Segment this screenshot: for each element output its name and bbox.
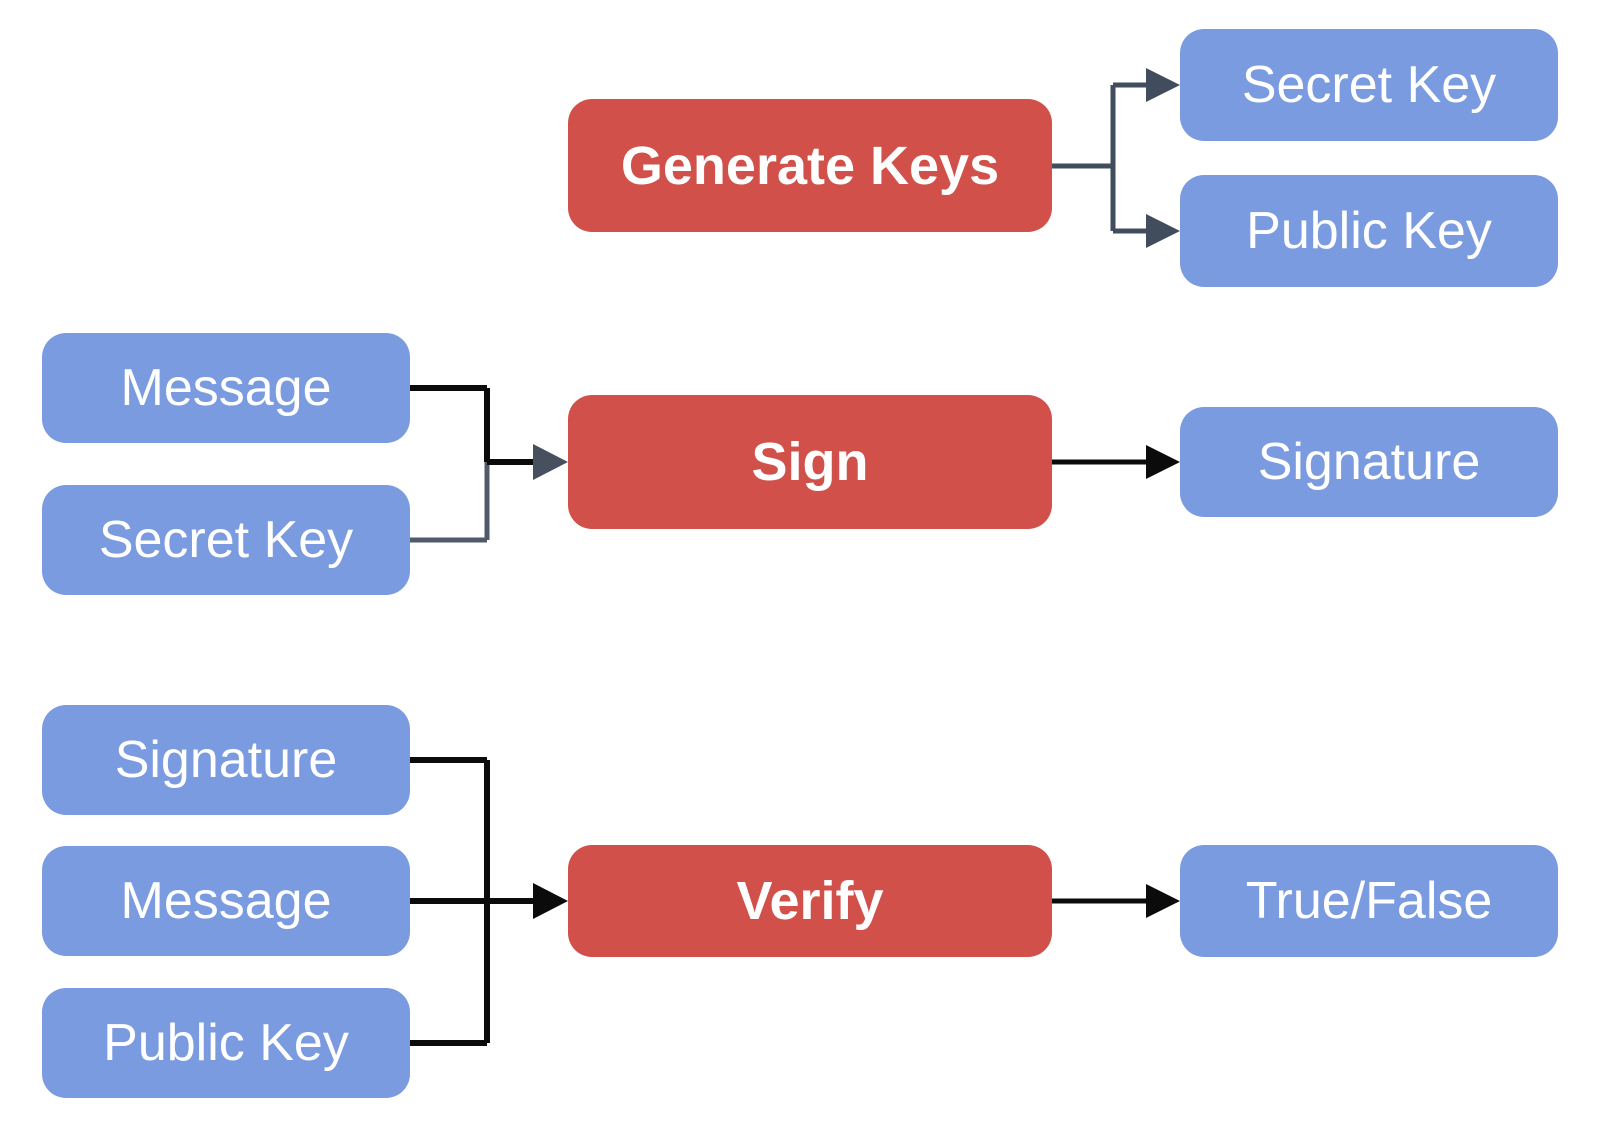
- node-verify: Verify: [568, 845, 1052, 957]
- node-signature-verify-input: Signature: [42, 705, 410, 815]
- edge-secret-key-to-sign: [410, 460, 490, 543]
- edge-sign-to-signature: [1052, 445, 1180, 479]
- node-public-key-output: Public Key: [1180, 175, 1558, 287]
- edge-message-to-sign: [410, 385, 568, 480]
- edge-generate-keys-outputs: [1052, 68, 1180, 248]
- node-generate-keys: Generate Keys: [568, 99, 1052, 232]
- node-secret-key-output: Secret Key: [1180, 29, 1558, 141]
- edge-verify-to-true-false: [1052, 884, 1180, 918]
- edge-inputs-to-verify: [410, 757, 568, 1046]
- node-public-key-verify-input: Public Key: [42, 988, 410, 1098]
- node-message-sign-input: Message: [42, 333, 410, 443]
- node-signature-output: Signature: [1180, 407, 1558, 517]
- node-sign: Sign: [568, 395, 1052, 529]
- node-secret-key-sign-input: Secret Key: [42, 485, 410, 595]
- node-message-verify-input: Message: [42, 846, 410, 956]
- node-true-false-output: True/False: [1180, 845, 1558, 957]
